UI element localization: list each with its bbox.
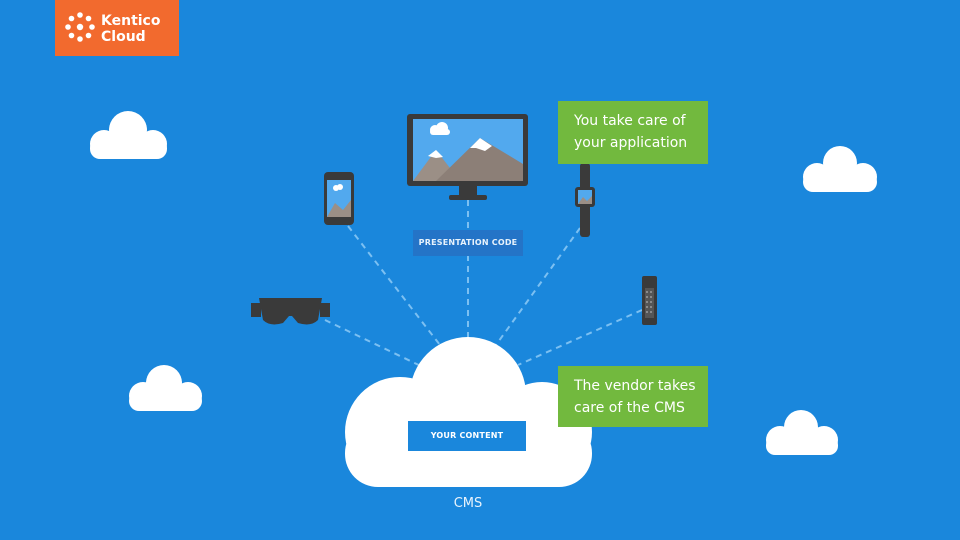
presentation-code-label: PRESENTATION CODE [413,230,523,256]
content-cloud [345,337,592,487]
desktop-monitor-icon [407,114,528,200]
kentico-logo-icon [65,12,95,42]
cloud-icon [90,111,167,159]
connector-watch [495,227,581,346]
smartwatch-icon [575,163,595,237]
kentico-cloud-logo: Kentico Cloud [55,0,179,56]
logo-line-1: Kentico [101,13,161,29]
connector-headset [324,319,426,369]
connector-lines [324,200,643,369]
logo-wordmark: Kentico Cloud [101,13,160,45]
cloud-icon [766,410,838,455]
vr-headset-icon [251,298,330,325]
cloud-icon [129,365,202,411]
callout-application: You take care of your application [558,101,708,164]
logo-line-2: Cloud [101,29,146,45]
your-content-label: YOUR CONTENT [408,421,526,451]
cms-label: CMS [453,496,483,511]
smartphone-icon [324,172,354,225]
cloud-icon [803,146,877,192]
fitness-band-icon [642,276,657,325]
callout-vendor: The vendor takes care of the CMS [558,366,708,427]
connector-band [517,309,643,366]
connector-phone [347,225,441,346]
